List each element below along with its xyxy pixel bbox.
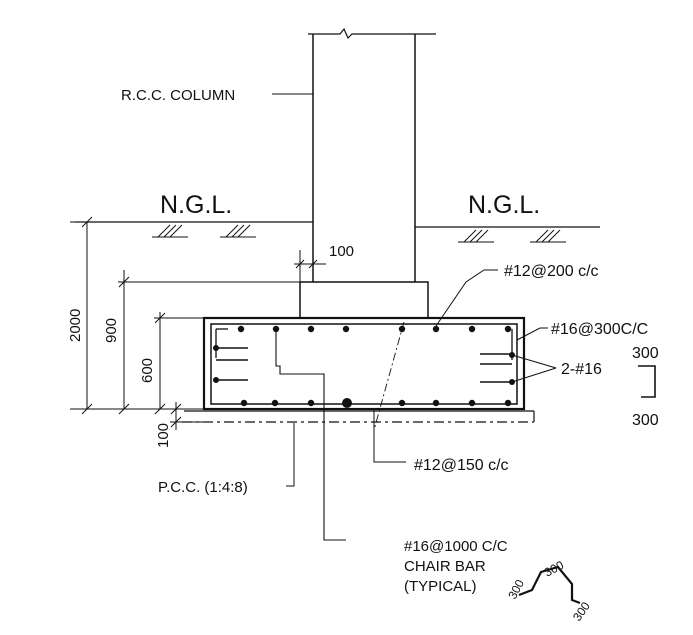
chair-dim-3-label: 300 bbox=[570, 599, 593, 624]
footing-outline bbox=[202, 316, 526, 411]
dim-600-label: 600 bbox=[139, 358, 156, 383]
bottom-bars-callout: #12@150 c/c bbox=[373, 408, 509, 474]
top-bars bbox=[237, 325, 512, 333]
left-side-bars bbox=[213, 345, 248, 383]
dim-2000-label: 2000 bbox=[67, 309, 84, 342]
bottom-bars-label: #12@150 c/c bbox=[414, 457, 509, 474]
column-label: R.C.C. COLUMN bbox=[121, 87, 235, 104]
dim-100-pcc bbox=[170, 402, 204, 430]
two-bars-label: 2-#16 bbox=[561, 361, 602, 378]
chair-dim-1-label: 300 bbox=[505, 577, 527, 602]
rcc-column bbox=[308, 27, 436, 282]
chair-bar-spacing-label: #16@1000 C/C bbox=[404, 538, 508, 555]
dim-100-top-label: 100 bbox=[329, 243, 354, 260]
hook-symbol bbox=[638, 365, 656, 398]
chair-bar-shape bbox=[518, 565, 581, 605]
chair-bar-typical-label: (TYPICAL) bbox=[404, 578, 477, 595]
bottom-bars bbox=[240, 398, 512, 408]
dim-900 bbox=[118, 270, 300, 415]
pcc-label: P.C.C. (1:4:8) bbox=[158, 479, 248, 496]
chair-bar-detail: #16@1000 C/C CHAIR BAR (TYPICAL) 300 300… bbox=[404, 538, 593, 624]
chair-dim-2-label: 300 bbox=[542, 558, 567, 580]
ngl-right-ground-hatch bbox=[458, 229, 566, 243]
right-side-bars bbox=[480, 352, 515, 385]
pcc-callout: P.C.C. (1:4:8) bbox=[158, 423, 295, 496]
top-bars-label: #12@200 c/c bbox=[504, 263, 599, 280]
dim-2000 bbox=[70, 216, 204, 415]
top-bars-callout: #12@200 c/c bbox=[435, 263, 599, 327]
reinforcement-cage bbox=[210, 323, 518, 405]
ngl-left: N.G.L. bbox=[75, 191, 313, 238]
ngl-left-ground-hatch bbox=[152, 224, 256, 238]
hook-300-bottom-label: 300 bbox=[632, 412, 659, 429]
ngl-right-label: N.G.L. bbox=[468, 191, 540, 219]
chair-bar-in-section bbox=[275, 329, 346, 541]
two-bars-callout: 2-#16 300 300 bbox=[511, 345, 659, 429]
ngl-right: N.G.L. bbox=[415, 191, 600, 243]
side-bars-callout: #16@300C/C bbox=[516, 321, 648, 341]
dim-100-offset bbox=[294, 250, 326, 282]
chair-bar-title-label: CHAIR BAR bbox=[404, 558, 486, 575]
ngl-left-label: N.G.L. bbox=[160, 191, 232, 219]
dim-900-label: 900 bbox=[103, 318, 120, 343]
dim-600 bbox=[154, 312, 204, 415]
hook-300-top-label: 300 bbox=[632, 345, 659, 362]
dash-dot-line bbox=[373, 321, 405, 431]
pedestal bbox=[299, 281, 429, 318]
side-bars-label: #16@300C/C bbox=[551, 321, 648, 338]
dim-100-bottom-label: 100 bbox=[155, 423, 172, 448]
pcc-bed bbox=[182, 410, 535, 423]
